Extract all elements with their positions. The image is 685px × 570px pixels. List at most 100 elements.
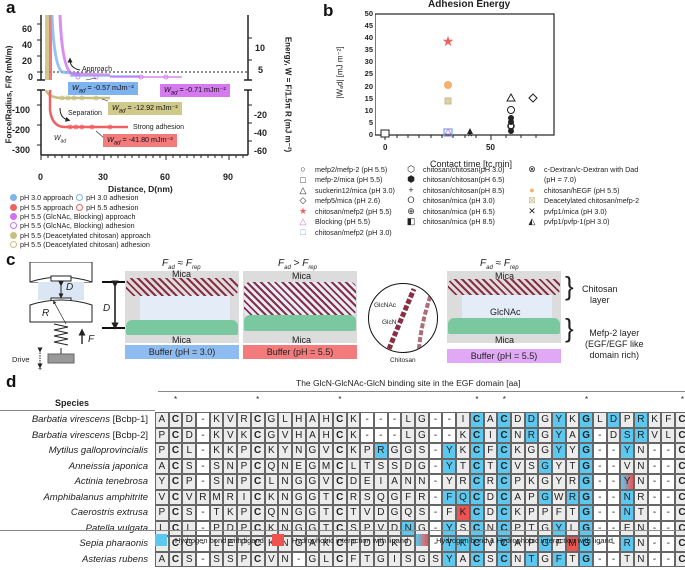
legend-item: ⬡chitosan/chitosan(pH 3.0) xyxy=(405,164,504,175)
residue-cell: N xyxy=(634,520,648,536)
residue-cell: Y xyxy=(551,520,566,536)
residue-cell: - xyxy=(360,427,374,443)
residue-cell: K xyxy=(209,412,224,428)
residue-cell: L xyxy=(661,427,676,443)
residue-cell: T xyxy=(319,505,333,521)
panel-b-legend-col3: ⊗c-Dextran/c-Dextran with Dad (pH = 7.0)… xyxy=(526,164,639,227)
residue-cell: C xyxy=(497,443,511,459)
legend-item: △Blocking (pH 5.5) xyxy=(297,216,395,228)
residue-cell: A xyxy=(483,412,498,428)
residue-cell: - xyxy=(360,412,374,428)
mica-bottom-label-1: Mica xyxy=(172,335,192,345)
conserved-star: * xyxy=(173,395,178,404)
residue-cell: G xyxy=(579,412,593,428)
mefp-layer-3 xyxy=(448,318,560,334)
residue-cell: D xyxy=(346,474,361,490)
residue-cell: Y xyxy=(442,520,457,536)
residue-cell: D xyxy=(182,427,197,443)
residue-cell: N xyxy=(483,520,498,536)
residue-cell: - xyxy=(196,520,210,536)
residue-cell: V xyxy=(374,520,388,536)
residue-cell: C xyxy=(469,412,484,428)
residue-cell: D xyxy=(374,505,388,521)
residue-cell: V xyxy=(264,551,279,567)
residue-cell: C xyxy=(332,412,347,428)
residue-cell: T xyxy=(524,520,539,536)
thick-circle-icon: ⭘ xyxy=(407,195,415,206)
residue-cell: D xyxy=(524,412,539,428)
residue-cell: - xyxy=(606,551,621,567)
residue-cell: G xyxy=(387,489,402,505)
residue-cell: - xyxy=(196,458,210,474)
residue-cell: - xyxy=(661,520,676,536)
residue-cell: C xyxy=(168,427,183,443)
b-x-tick-50: 50 xyxy=(486,143,495,152)
residue-cell: G xyxy=(305,443,320,459)
species-header: Species xyxy=(55,398,90,408)
residue-cell: N xyxy=(510,427,525,443)
residue-cell: T xyxy=(360,551,374,567)
residue-cell: D xyxy=(401,536,416,552)
residue-cell: K xyxy=(346,412,361,428)
residue-cell: C xyxy=(497,489,511,505)
residue-cell: Y xyxy=(442,551,457,567)
legend-item: pH 5.5 (GlcNAc, Blocking) approach xyxy=(10,212,151,221)
residue-cell: V xyxy=(319,443,333,459)
filled-circle-icon xyxy=(10,203,17,211)
residue-cell: G xyxy=(264,412,279,428)
conserved-star: * xyxy=(475,395,479,404)
wad-label-deacetylated: Wad = -12.92 mJm⁻² xyxy=(108,102,182,116)
legend-item: ○mefp2/mefp-2 (pH 5.5) xyxy=(297,164,395,175)
y-axis-label: Force/Radius, F/R (mN/m) xyxy=(4,45,14,144)
residue-cell: G xyxy=(538,551,552,567)
residue-cell: A xyxy=(305,536,320,552)
residue-cell: T xyxy=(483,458,498,474)
residue-cell: C xyxy=(469,505,484,521)
residue-cell: S xyxy=(415,505,429,521)
residue-cell: - xyxy=(428,412,443,428)
residue-cell: - xyxy=(593,427,607,443)
residue-cell: S xyxy=(182,505,197,521)
residue-cell: D xyxy=(182,412,197,428)
residue-cell: C xyxy=(250,474,265,490)
residue-cell: C xyxy=(332,520,347,536)
residue-cell: K xyxy=(264,520,279,536)
residue-cell: C xyxy=(250,443,265,459)
sfa-schematic xyxy=(28,261,100,372)
residue-cell: C xyxy=(250,505,265,521)
legend-item: ◇mefp5/mica (pH 2.6) xyxy=(297,195,395,207)
species-name: Sepia pharaonis xyxy=(79,538,148,549)
y-tick-n300: -300 xyxy=(12,145,31,155)
residue-cell: A xyxy=(510,489,525,505)
residue-cell: - xyxy=(428,505,443,521)
residue-cell: G xyxy=(524,443,539,459)
force-relation-1: Fad ≈ Frep xyxy=(162,258,201,271)
residue-cell: G xyxy=(579,505,593,521)
residue-cell: C xyxy=(250,427,265,443)
b-y-ticks: 50 45 40 35 30 25 20 15 10 5 0 xyxy=(364,9,373,139)
residue-cell: - xyxy=(647,536,662,552)
circle-plus-icon: ⊕ xyxy=(407,205,415,216)
square-icon: □ xyxy=(300,227,306,238)
half-triangle-icon: ◭ xyxy=(528,216,536,227)
residue-cell: R xyxy=(565,489,580,505)
residue-cell: F xyxy=(551,551,566,567)
residue-cell: N xyxy=(278,489,292,505)
residue-cell: Y xyxy=(442,458,457,474)
legend-item: ⊠Deacetylated chitosan/mefp-2 xyxy=(526,195,639,207)
residue-cell: E xyxy=(620,520,635,536)
y2-tick-n60: -60 xyxy=(254,146,268,156)
residue-cell: E xyxy=(223,536,238,552)
boxed-x-icon: ⊠ xyxy=(528,195,536,206)
residue-cell: N xyxy=(620,505,635,521)
residue-cell: C xyxy=(497,458,511,474)
legend-item: pH 5.5 (Deacetylated chitosan) adhesion xyxy=(10,240,151,249)
residue-cell: Y xyxy=(551,458,566,474)
filled-circle-icon xyxy=(10,212,17,220)
residue-cell: A xyxy=(305,412,320,428)
header-rule xyxy=(0,410,155,411)
residue-cell: A xyxy=(565,427,580,443)
residue-cell: C xyxy=(168,443,183,459)
residue-cell: G xyxy=(182,536,197,552)
residue-cell: C xyxy=(168,520,183,536)
